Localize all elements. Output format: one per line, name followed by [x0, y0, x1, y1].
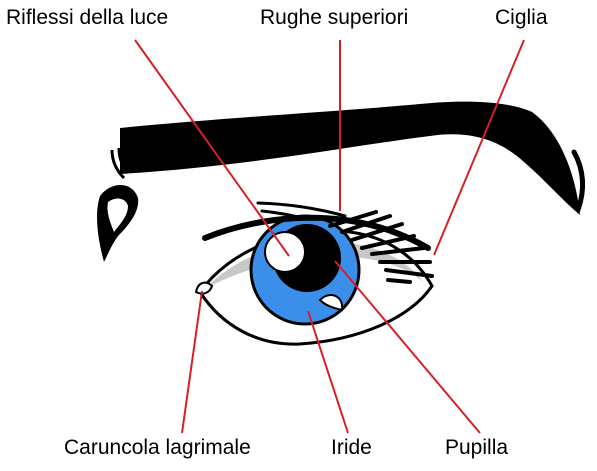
label-caruncola-lagrimale: Caruncola lagrimale [64, 436, 251, 460]
leader-line-caruncola [182, 291, 202, 433]
label-riflessi-della-luce: Riflessi della luce [6, 6, 168, 30]
label-iride: Iride [331, 436, 372, 460]
label-rughe-superiori: Rughe superiori [260, 6, 408, 30]
upper-eyelid-crease [258, 203, 345, 216]
eyebrow [120, 102, 580, 215]
label-ciglia: Ciglia [495, 6, 548, 30]
label-pupilla: Pupilla [445, 436, 508, 460]
